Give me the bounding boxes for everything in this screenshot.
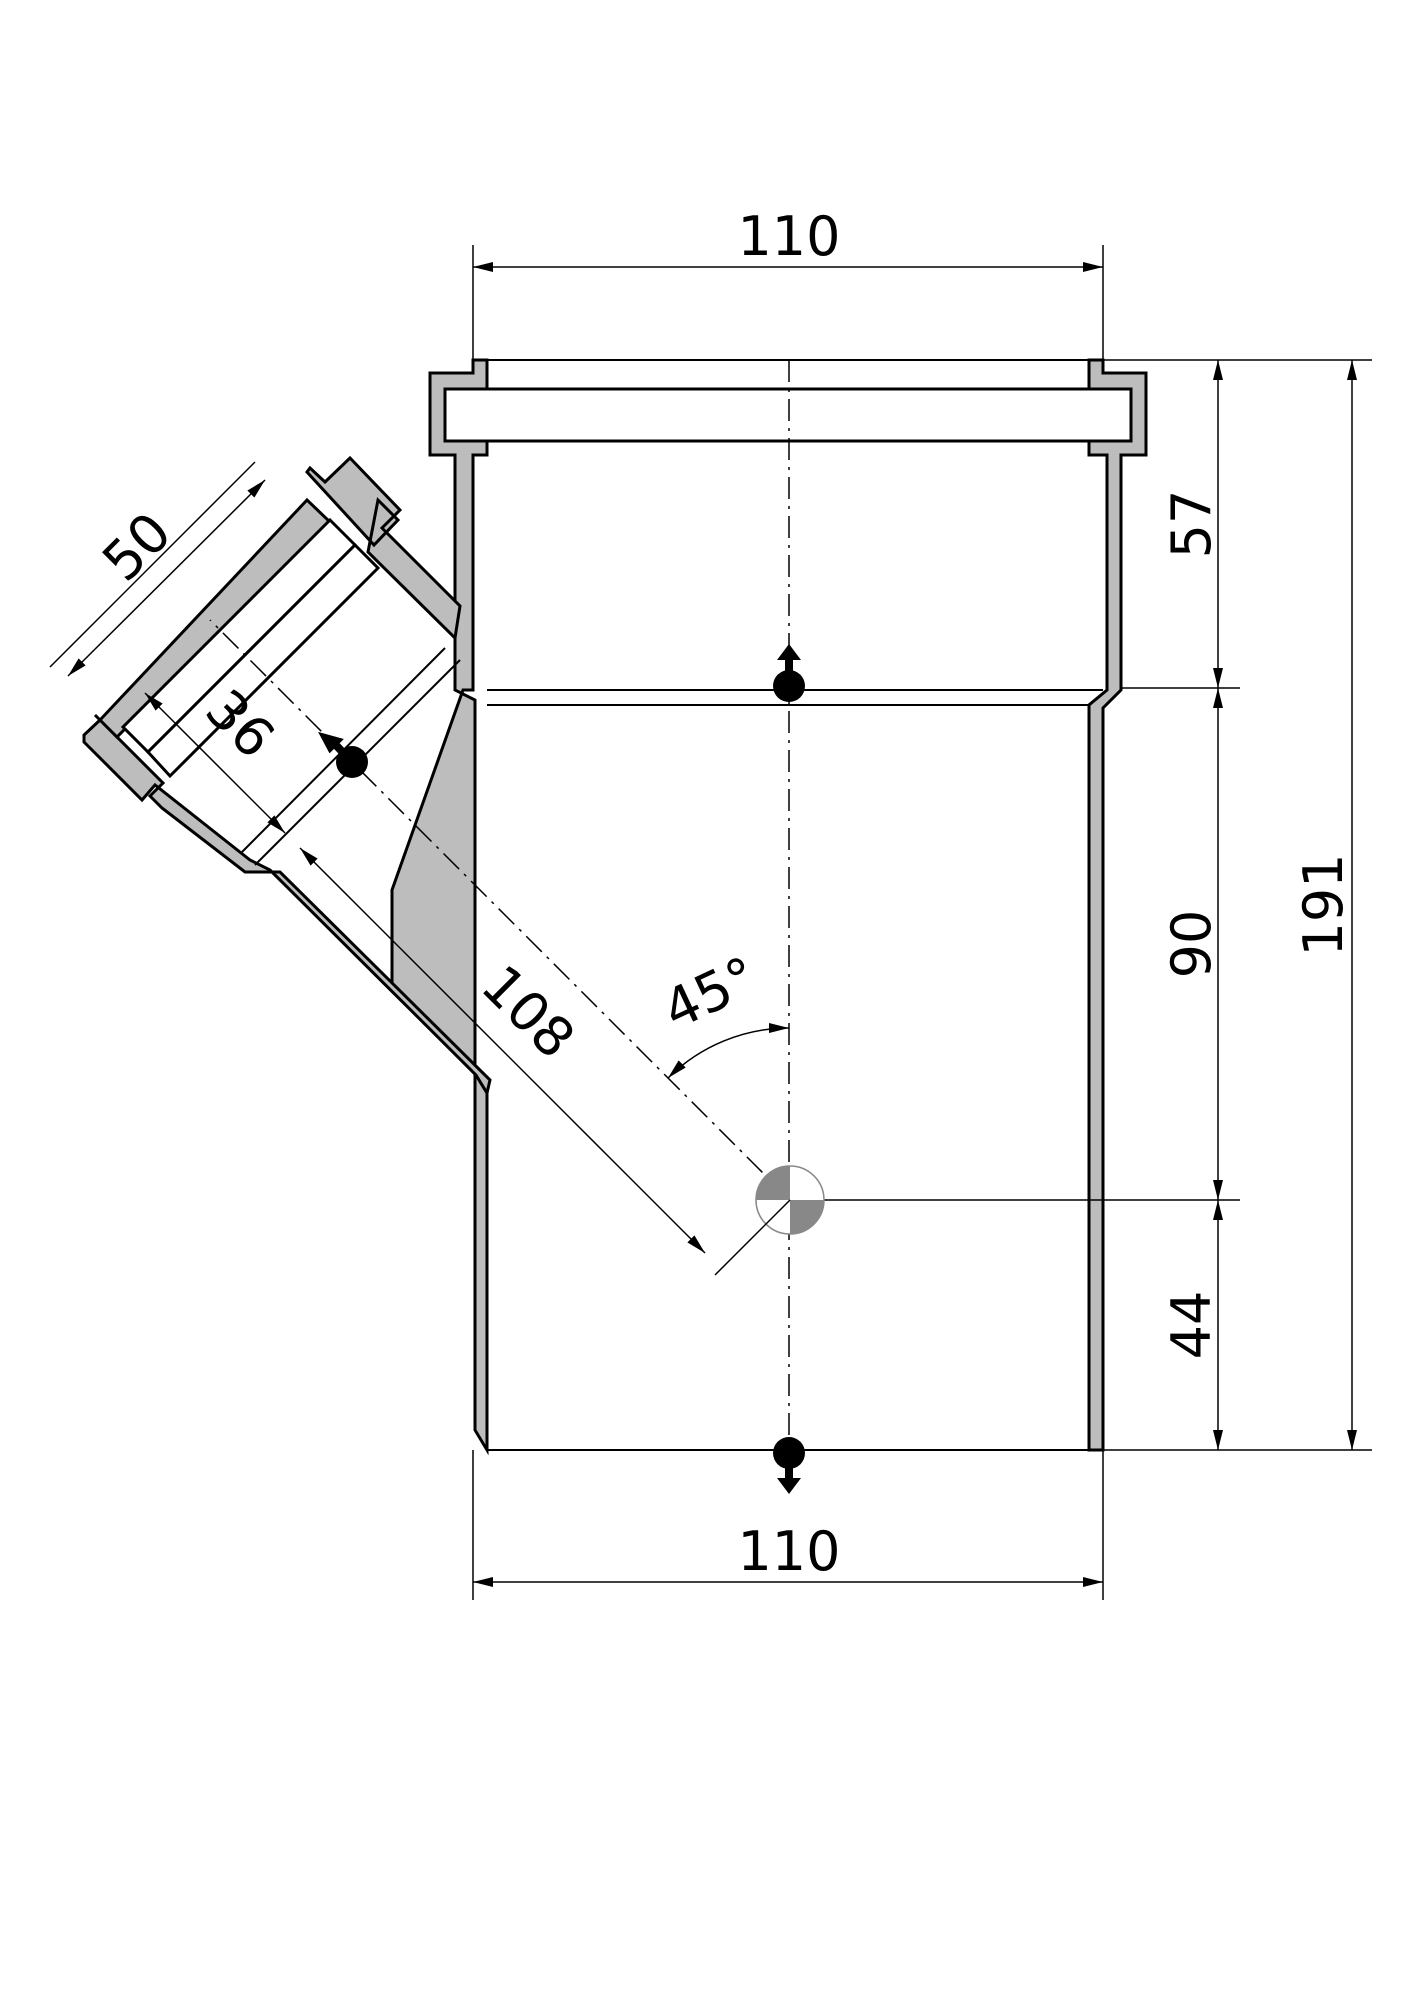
flow-arrow-branch-icon (318, 731, 368, 778)
dim-branch-angle: 45° (653, 944, 790, 1079)
flow-arrow-down-icon (773, 1437, 805, 1494)
branch-inner-a (299, 567, 379, 647)
main-seal-ring (443, 387, 1133, 443)
dim-bottom-length: 44 (1160, 1200, 1223, 1450)
dim-branch-diameter-label: 50 (90, 500, 183, 593)
dim-total-height: 191 (1292, 360, 1357, 1450)
dim-top-width-label: 110 (737, 205, 840, 268)
dim-bottom-width-label: 110 (737, 1520, 840, 1583)
dim-socket-depth: 57 (1160, 360, 1223, 688)
dim-bottom-width: 110 (472, 1450, 1104, 1600)
main-left-wall (390, 358, 489, 1456)
flow-arrow-up-icon (773, 644, 805, 702)
main-right-wall (1087, 358, 1148, 1452)
branch-centerline (209, 619, 791, 1201)
dim-branch-angle-label: 45° (653, 944, 766, 1042)
main-pipe-body (390, 358, 1148, 1456)
dim-branch-height-label: 90 (1160, 910, 1223, 979)
branch-upper-wall (305, 455, 462, 642)
dim-bottom-length-label: 44 (1160, 1291, 1223, 1360)
dim-branch-length: 108 (299, 847, 791, 1276)
dim-socket-depth-label: 57 (1160, 490, 1223, 559)
dim-top-width: 110 (472, 205, 1104, 360)
dim-branch-length-label: 108 (469, 953, 586, 1070)
dim-total-height-label: 191 (1292, 853, 1355, 956)
dim-branch-height: 90 (1160, 688, 1223, 1200)
